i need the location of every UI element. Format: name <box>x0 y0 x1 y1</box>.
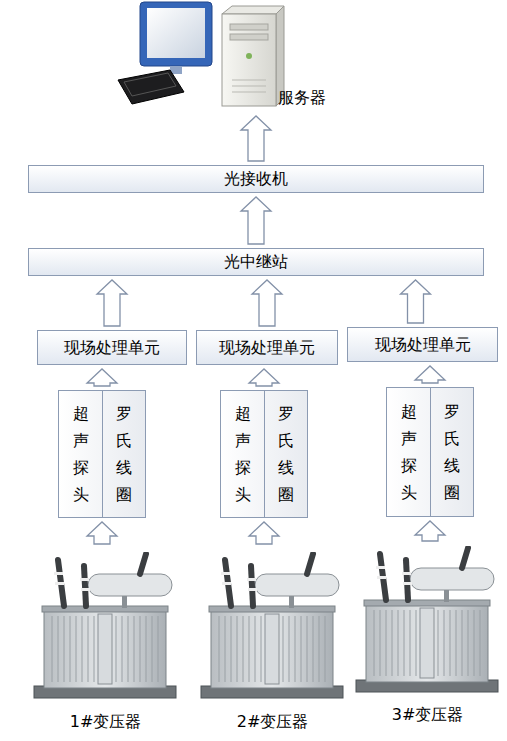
node-text: 罗氏线圈 <box>102 391 145 517</box>
monitor-screen <box>147 8 205 58</box>
node-text: 现场处理单元 <box>375 335 471 355</box>
node-text: 3#变压器 <box>350 705 505 725</box>
vent-line <box>232 92 266 93</box>
block-arrow <box>415 521 445 541</box>
vent-line <box>232 86 266 87</box>
process-box: 现场处理单元 <box>37 330 187 365</box>
keyboard-icon <box>118 70 184 104</box>
transformer-node: 3#变压器 <box>350 545 505 725</box>
sensor-box: 超声探头罗氏线圈 <box>58 390 146 518</box>
transformer-node: 2#变压器 <box>195 548 350 732</box>
block-arrow <box>401 280 431 323</box>
keyboard-keys <box>124 73 176 96</box>
transformer-illustration <box>201 554 343 698</box>
block-arrow <box>415 366 445 383</box>
node-text: 1#变压器 <box>28 712 183 732</box>
node-text: 超声探头 <box>59 391 102 517</box>
process-box: 光接收机 <box>28 165 484 193</box>
block-arrow <box>252 280 282 326</box>
node-text: 现场处理单元 <box>219 338 315 358</box>
block-arrow <box>87 369 117 386</box>
transformer-illustration <box>356 548 498 692</box>
block-arrow <box>241 197 271 244</box>
process-box: 光中继站 <box>28 248 484 276</box>
node-text: 现场处理单元 <box>64 338 160 358</box>
node-text: 罗氏线圈 <box>430 388 473 516</box>
tower-top <box>222 6 284 14</box>
block-arrow <box>241 116 271 161</box>
process-box: 现场处理单元 <box>347 327 498 362</box>
server-node: 服务器 <box>110 0 402 112</box>
node-text: 超声探头 <box>221 391 264 517</box>
sensor-box: 超声探头罗氏线圈 <box>220 390 308 518</box>
node-text: 服务器 <box>278 88 326 108</box>
node-text: 2#变压器 <box>195 712 350 732</box>
drive-bay <box>230 24 268 30</box>
block-arrow <box>249 522 279 544</box>
power-led <box>246 53 252 59</box>
node-text: 超声探头 <box>387 388 430 516</box>
drive-bay <box>230 34 268 40</box>
transformer-node: 1#变压器 <box>28 548 183 732</box>
transformer-illustration <box>34 554 176 698</box>
node-text: 光中继站 <box>224 252 288 272</box>
block-arrow <box>249 369 279 386</box>
node-text: 光接收机 <box>224 169 288 189</box>
vent-line <box>232 80 266 81</box>
monitor-frame <box>140 2 212 66</box>
sensor-box: 超声探头罗氏线圈 <box>386 387 474 517</box>
computer-icon <box>118 2 212 104</box>
process-box: 现场处理单元 <box>196 330 338 365</box>
block-arrow <box>87 522 117 544</box>
block-arrow <box>97 280 127 326</box>
node-text: 罗氏线圈 <box>264 391 307 517</box>
tower-front <box>222 14 276 106</box>
server-icon <box>222 6 284 106</box>
